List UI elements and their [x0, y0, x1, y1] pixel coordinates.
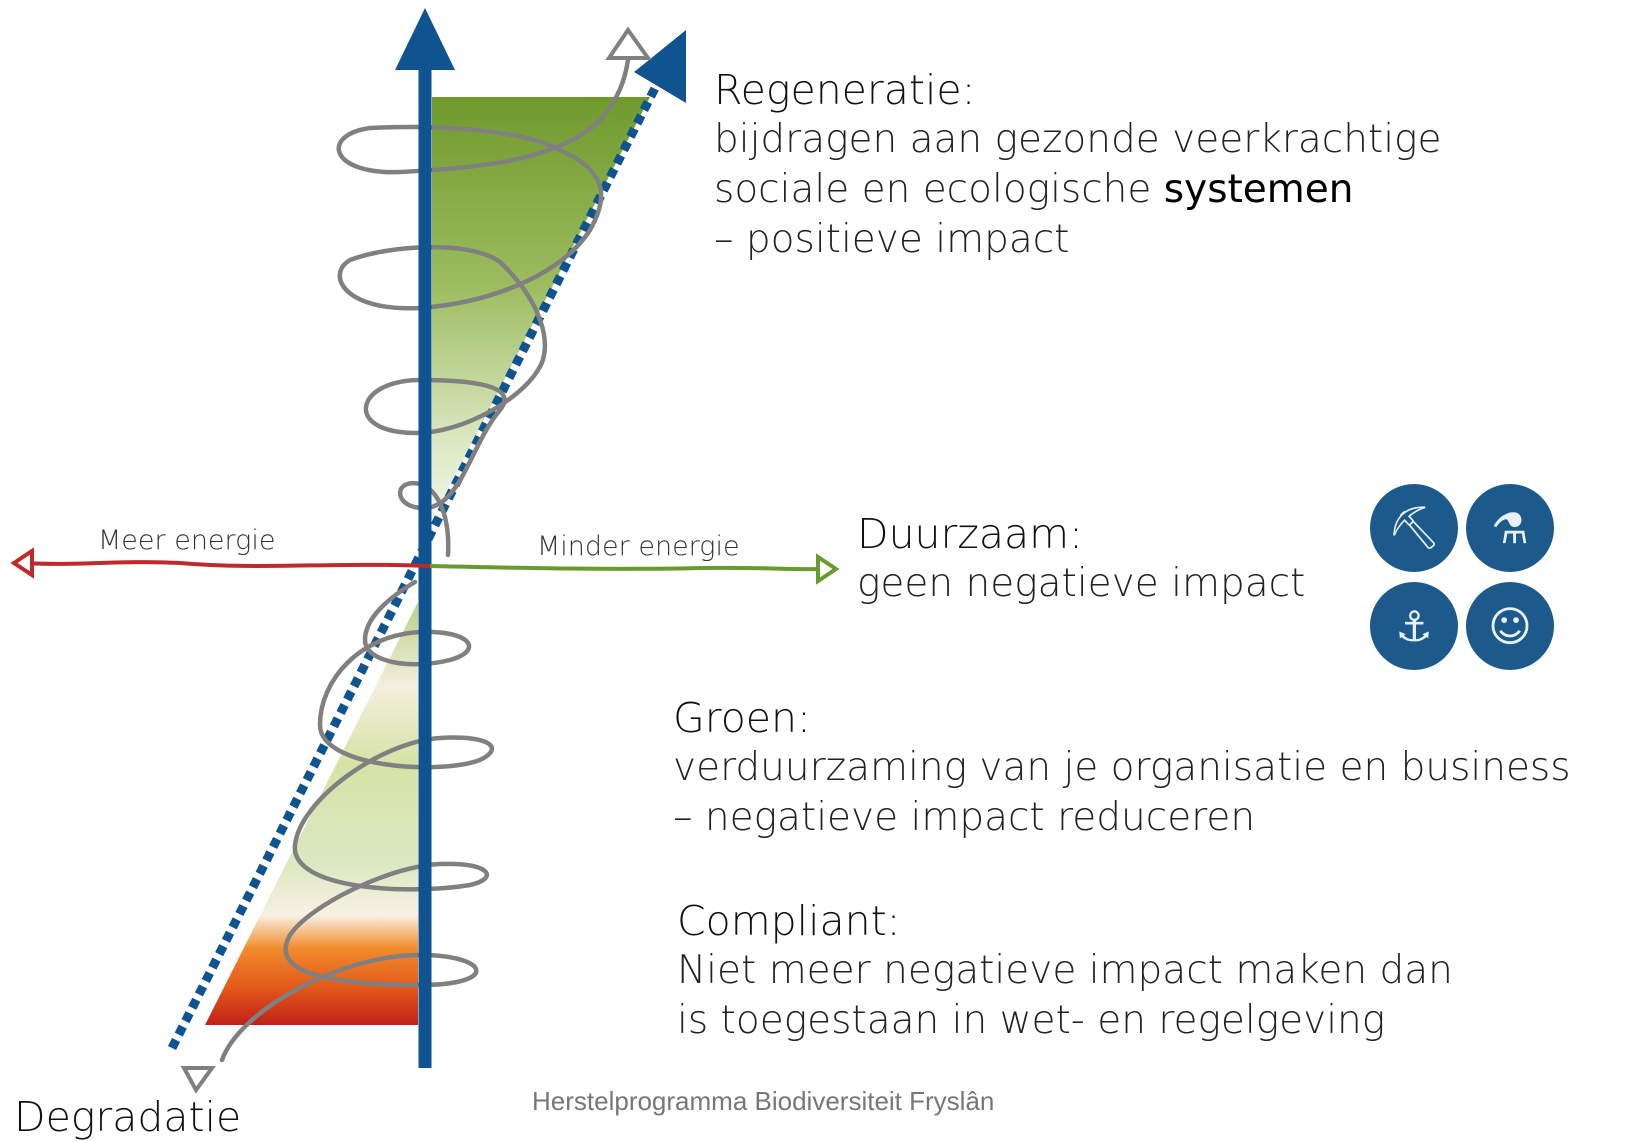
spiral-top-arrowhead-icon — [605, 26, 652, 60]
minder-energie-arrowhead-icon — [816, 553, 840, 585]
compliant-line2: is toegestaan in wet- en regelgeving — [677, 998, 1386, 1043]
minder-energie-label: Minder energie — [537, 531, 740, 562]
duurzaam-title: Duurzaam: — [857, 510, 1083, 558]
groen-colon: : — [797, 694, 811, 742]
groen-title: Groen — [673, 694, 798, 742]
duurzaam-line1: geen negatieve impact — [857, 561, 1306, 606]
meer-energie-arrowhead-icon — [10, 547, 34, 579]
regeneratie-line2-emphasis: systemen — [1163, 167, 1354, 212]
spiral-bottom-arrowhead-icon — [180, 1066, 216, 1094]
duurzaam-block: Duurzaam: geen negatieve impact — [857, 510, 1305, 609]
degradation-wedge — [205, 602, 418, 1025]
degradatie-label: Degradatie — [14, 1093, 242, 1141]
regeneratie-line3: – positieve impact — [714, 217, 1070, 262]
groen-block: Groen: verduurzaming van je organisatie … — [673, 694, 1571, 843]
source-credit: Herstelprogramma Biodiversiteit Fryslân — [532, 1086, 995, 1116]
regeneratie-title: Regeneratie: — [714, 66, 976, 114]
groen-line2: – negatieve impact reduceren — [673, 795, 1256, 840]
vertical-axis-arrowhead-icon — [395, 8, 455, 70]
meer-energie-label: Meer energie — [98, 525, 276, 556]
compliant-title: Compliant: — [677, 897, 901, 945]
meer-energie-arrow — [21, 560, 431, 568]
compliant-line1: Niet meer negatieve impact maken dan — [677, 948, 1453, 993]
trend-arrowhead-icon — [634, 30, 686, 103]
regeneratie-line1: bijdragen aan gezonde veerkrachtige — [714, 117, 1442, 162]
regeneratie-block: Regeneratie: bijdragen aan gezonde veerk… — [714, 66, 1441, 265]
lab-flask-icon: ⚗ — [1466, 484, 1554, 572]
regeneratie-line2-prefix: sociale en ecologische — [714, 167, 1164, 212]
regeneratie-line2: sociale en ecologische systemen — [714, 165, 1441, 215]
compliant-block: Compliant: Niet meer negatieve impact ma… — [677, 897, 1453, 1046]
spiral-line — [336, 57, 631, 558]
excavator-icon: ⛏ — [1370, 484, 1458, 572]
people-icon: ☺ — [1466, 582, 1554, 670]
groen-line1: verduurzaming van je organisatie en busi… — [673, 745, 1571, 790]
groen-title-line: Groen: — [673, 694, 1571, 743]
boat-icon: ⚓ — [1370, 582, 1458, 670]
minder-energie-arrow — [429, 564, 821, 572]
